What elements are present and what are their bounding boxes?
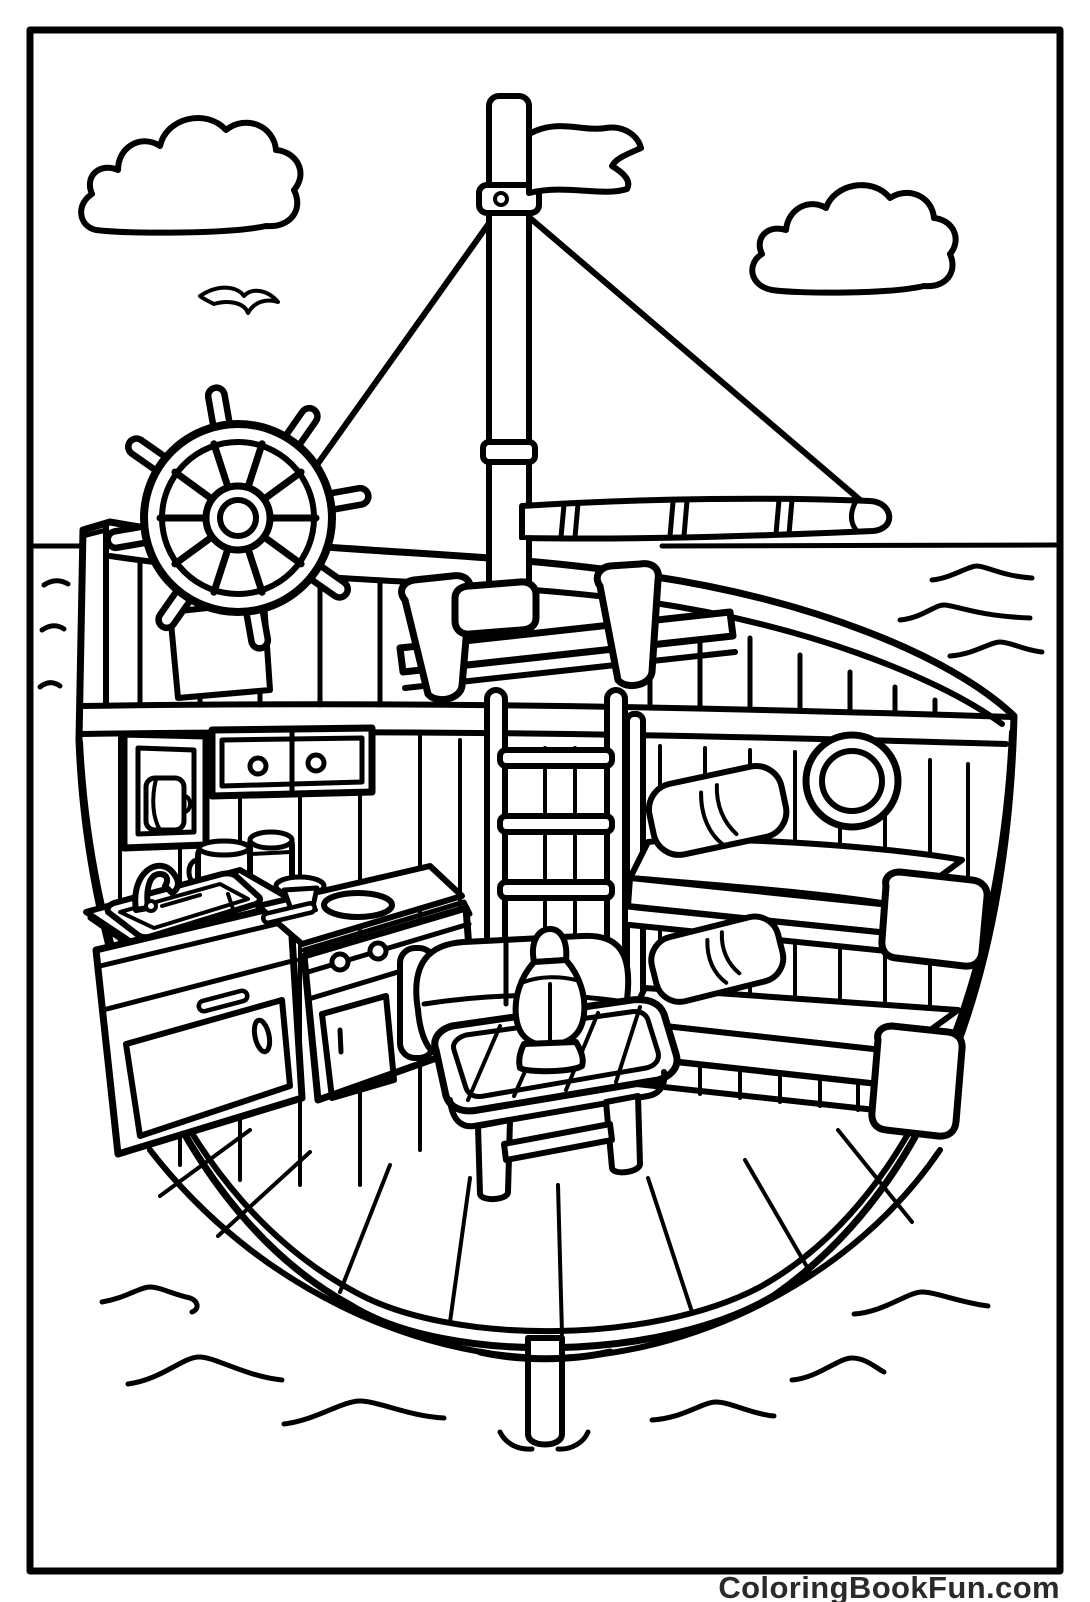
lower-footboard <box>868 1022 966 1140</box>
wave <box>789 1355 887 1383</box>
deck-bench <box>396 560 738 704</box>
ship-wheel-icon <box>104 384 372 652</box>
cabinet-knob <box>247 755 269 777</box>
table-apron <box>447 1069 668 1130</box>
mast-band <box>480 439 538 465</box>
ladder <box>484 687 628 961</box>
wave <box>497 1429 535 1452</box>
table-leg <box>603 1093 643 1176</box>
wave <box>851 1289 991 1317</box>
table-leg <box>475 1117 513 1202</box>
ceiling-beam <box>77 701 1015 720</box>
sea-horizon <box>31 542 1059 690</box>
mast-collar-hole <box>493 191 509 207</box>
keel <box>476 1335 614 1452</box>
rigging-stay-right <box>520 209 869 508</box>
sky <box>78 115 959 315</box>
horizon-line <box>659 542 1059 549</box>
stove-knob <box>367 940 389 962</box>
faucet <box>132 862 181 913</box>
mast-and-rigging <box>269 93 893 599</box>
lantern-cap <box>530 926 570 965</box>
keel-post <box>525 1335 565 1448</box>
sink-cabinet <box>92 900 306 1158</box>
table-stretcher <box>501 1121 615 1163</box>
wave <box>929 563 1035 583</box>
ladder-rung <box>497 813 615 835</box>
seagull-icon <box>198 285 280 315</box>
wave <box>281 1398 447 1427</box>
upper-headboard <box>878 868 991 970</box>
plate <box>321 890 395 920</box>
lounge <box>397 926 681 1202</box>
ladder-rung <box>497 879 615 901</box>
page-border <box>26 26 1064 1575</box>
spar <box>519 495 893 542</box>
wave <box>99 1284 200 1315</box>
flag-icon <box>526 123 644 196</box>
upper-pillow <box>645 763 790 858</box>
porthole-icon <box>802 731 902 831</box>
wave <box>897 602 1033 623</box>
cloud-icon <box>749 182 959 296</box>
wave <box>125 1354 285 1387</box>
lantern-base <box>516 1039 586 1075</box>
cloud-icon <box>78 115 304 236</box>
bench-support-right <box>593 560 662 690</box>
helm <box>104 384 372 701</box>
stove-knob <box>329 951 351 973</box>
wave <box>39 623 67 633</box>
lower-pillow <box>648 913 787 1005</box>
lantern-icon <box>512 926 588 1075</box>
wave <box>41 578 71 588</box>
cabinet-knob <box>305 752 327 774</box>
wave <box>649 1399 777 1423</box>
bottom-waves <box>99 1284 991 1427</box>
wave <box>947 639 1045 659</box>
wave <box>37 680 63 690</box>
watermark: ColoringBookFun.com <box>718 1570 1060 1602</box>
mast-plate <box>451 578 540 638</box>
door-handle <box>251 1017 273 1055</box>
ladder-rung <box>497 747 615 769</box>
wave <box>555 1429 591 1452</box>
